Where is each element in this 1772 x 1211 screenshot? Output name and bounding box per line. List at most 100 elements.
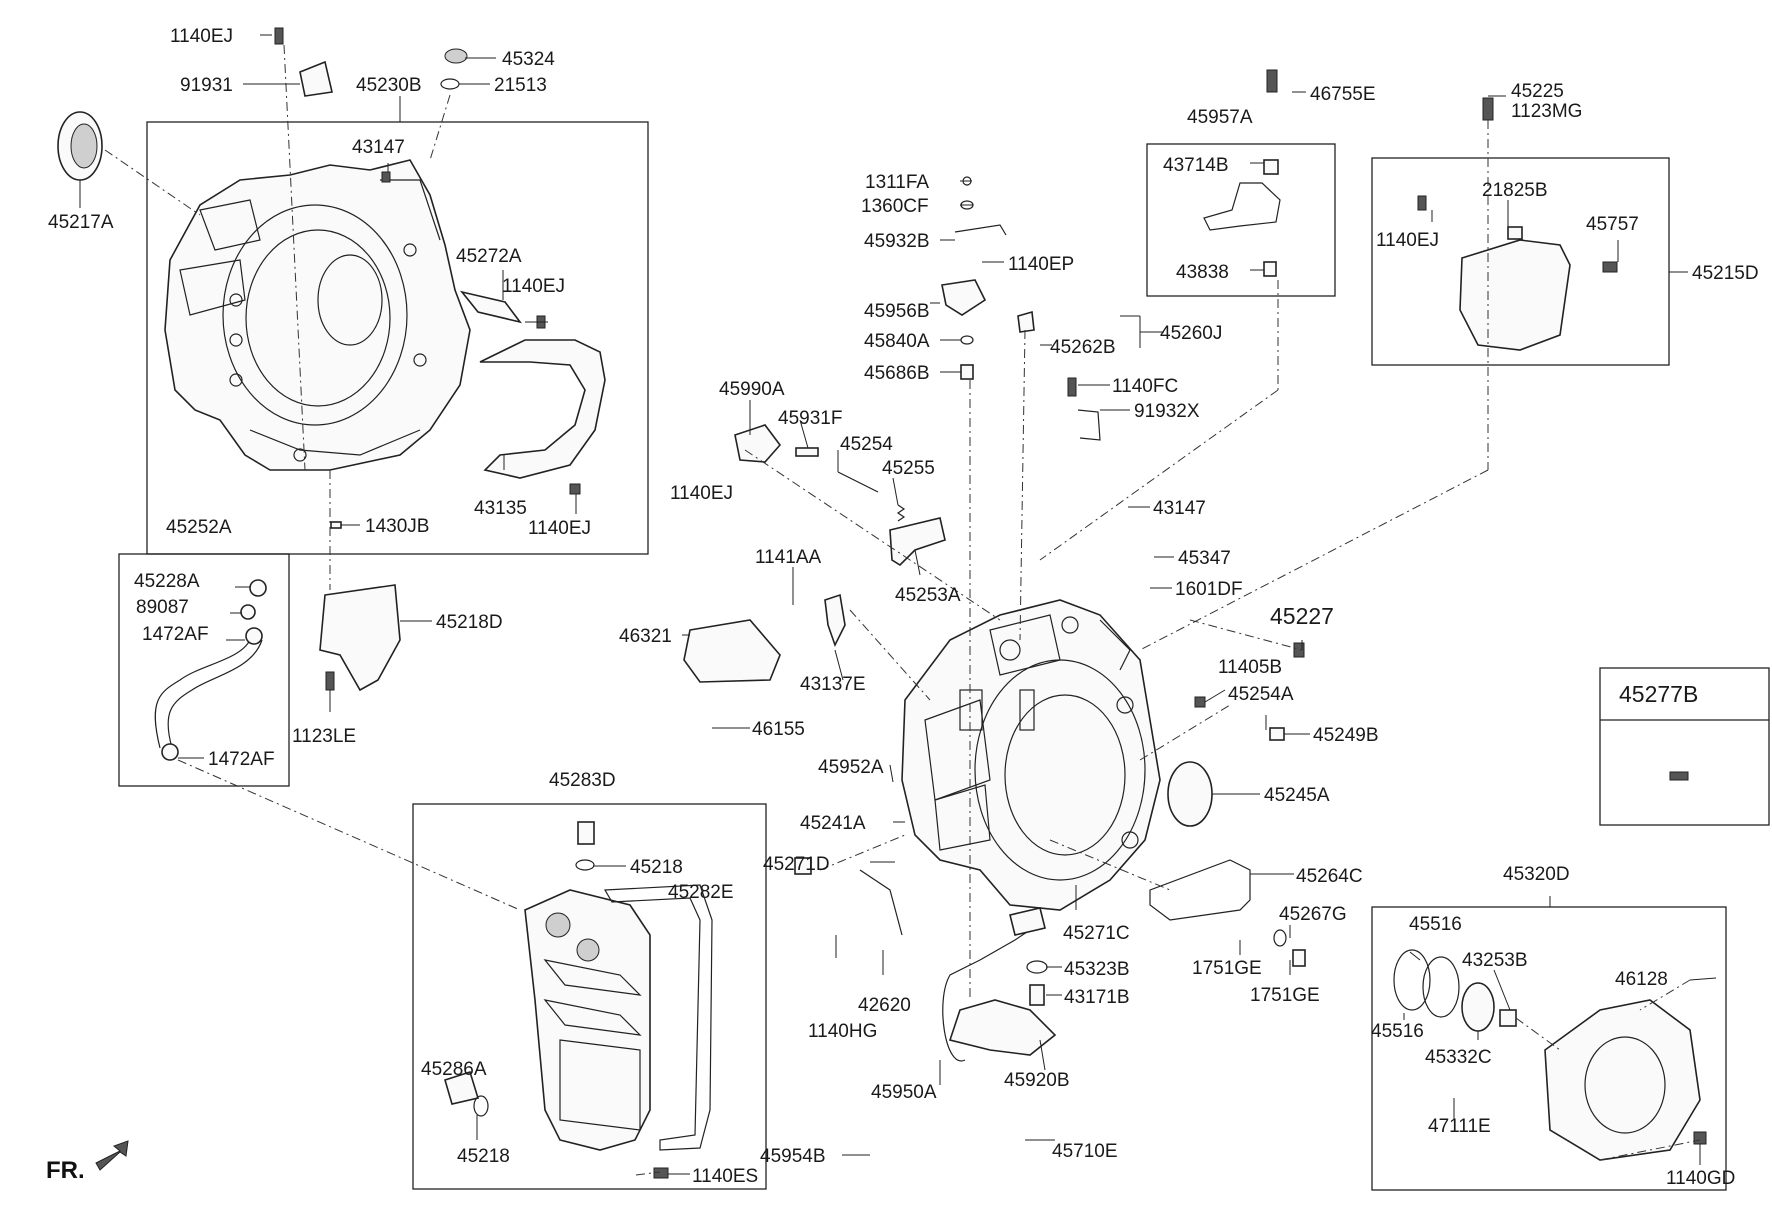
label-1140EP: 1140EP [1008,254,1074,275]
lever-45253A [889,517,946,567]
label-45956B: 45956B [864,301,930,322]
label-45324: 45324 [502,49,555,70]
label-45218D: 45218D [436,612,503,633]
label-45990A: 45990A [719,379,785,400]
label-1311FA: 1311FA [865,172,929,193]
plug-45286A [444,1070,480,1105]
baffle-45272A [459,290,522,324]
washer-45323B [1026,960,1048,974]
pin-45931F [795,447,819,457]
spring-45255 [896,504,906,522]
label-45215D: 45215D [1692,263,1759,284]
label-1123LE: 1123LE [292,726,356,747]
plug-45271D [794,857,812,875]
label-1123MG: 1123MG [1511,101,1582,122]
cover-plate-43135 [479,339,606,479]
label-45262B: 45262B [1050,337,1116,358]
bolt-1140FC [1067,377,1077,397]
bushing-43714B [1263,159,1279,175]
gasket-1751GE [1273,929,1287,947]
bracket-45990A [734,424,782,463]
sensor-45956B [941,279,987,316]
label-11405B: 11405B [1218,657,1282,678]
label-43838: 43838 [1176,262,1229,283]
bolt-45277B [1669,771,1689,781]
box-rear-cover [1371,906,1727,1191]
rear-cover-part [1544,999,1701,1161]
rear-cover-bore [1584,1036,1666,1134]
label-46155: 46155 [752,719,805,740]
label-1141AA: 1141AA [755,547,822,568]
gasket-45282E [603,884,713,1151]
label-91932X: 91932X [1134,401,1200,422]
label-43135: 43135 [474,498,527,519]
bracket-45710E [948,999,1057,1056]
fitting-43171B [1029,984,1045,1006]
label-45254: 45254 [840,434,893,455]
label-45320D: 45320D [1503,864,1570,885]
bolt-45757 [1602,261,1618,273]
label-45920B: 45920B [1004,1070,1070,1091]
label-1140EJ-c: 1140EJ [528,518,591,539]
breather-hose-part [154,579,267,761]
label-45271D: 45271D [763,854,830,875]
plug-45324 [444,48,468,64]
label-1140HG: 1140HG [808,1021,877,1042]
bracket-43137E [824,593,846,648]
box-mount-bracket [1371,157,1670,366]
bolt-1140EJ-c [569,483,581,495]
label-45255: 45255 [882,458,935,479]
label-43137E: 43137E [800,674,866,695]
bushing-43838 [1263,261,1277,277]
valve-body-part [524,889,651,1151]
bolt-1140ES [653,1167,669,1179]
leader-lines [79,34,1717,1175]
label-45710E: 45710E [1052,1141,1118,1162]
label-45347: 45347 [1178,548,1231,569]
label-45286A: 45286A [421,1059,487,1080]
reference-lines [104,44,1701,1176]
label-46755E: 46755E [1310,84,1376,105]
label-45283D: 45283D [549,770,616,791]
bracket-45932B [954,224,1007,236]
plug-21825B [1507,226,1523,240]
plug-45267G [1292,949,1306,967]
label-45217A: 45217A [48,212,114,233]
label-43714B: 43714B [1163,155,1229,176]
orientation-label: FR. [46,1157,85,1184]
label-45264C: 45264C [1296,866,1363,887]
seal-45245A [1167,761,1213,827]
label-45218-b: 45218 [457,1146,510,1167]
label-45282E: 45282E [668,882,734,903]
label-45271C: 45271C [1063,923,1130,944]
label-1140FC: 1140FC [1112,376,1178,397]
o-ring-45516-b [1422,956,1460,1018]
label-45332C: 45332C [1425,1047,1492,1068]
label-45323B: 45323B [1064,959,1130,980]
part-labels: 1140EJ 45324 91931 45230B 21513 43147 45… [46,26,1759,1189]
pipe-45264C [1149,859,1251,921]
bushing-43253B [1499,1009,1517,1027]
label-45228A: 45228A [134,571,200,592]
washer-45218-b [473,1095,489,1117]
label-89087: 89087 [136,597,189,618]
front-arrow-icon [95,1140,129,1171]
label-1601DF: 1601DF [1175,579,1243,600]
bolt-1123LE [325,671,335,691]
label-1751GE-b: 1751GE [1250,985,1320,1006]
label-1751GE-a: 1751GE [1192,958,1262,979]
label-45253A: 45253A [895,585,961,606]
label-1360CF: 1360CF [861,196,929,217]
gasket-21513 [440,78,460,90]
box-valve-body [412,803,767,1190]
washer-45840A [960,335,974,345]
label-46321: 46321 [619,626,672,647]
bushing-45686B [960,364,974,380]
label-45950A: 45950A [871,1082,937,1103]
label-1140ES: 1140ES [692,1166,758,1187]
label-1140EJ-b: 1140EJ [502,276,565,297]
strainer-46321 [683,619,781,683]
label-45227: 45227 [1270,603,1334,629]
label-21825B: 21825B [1482,180,1548,201]
